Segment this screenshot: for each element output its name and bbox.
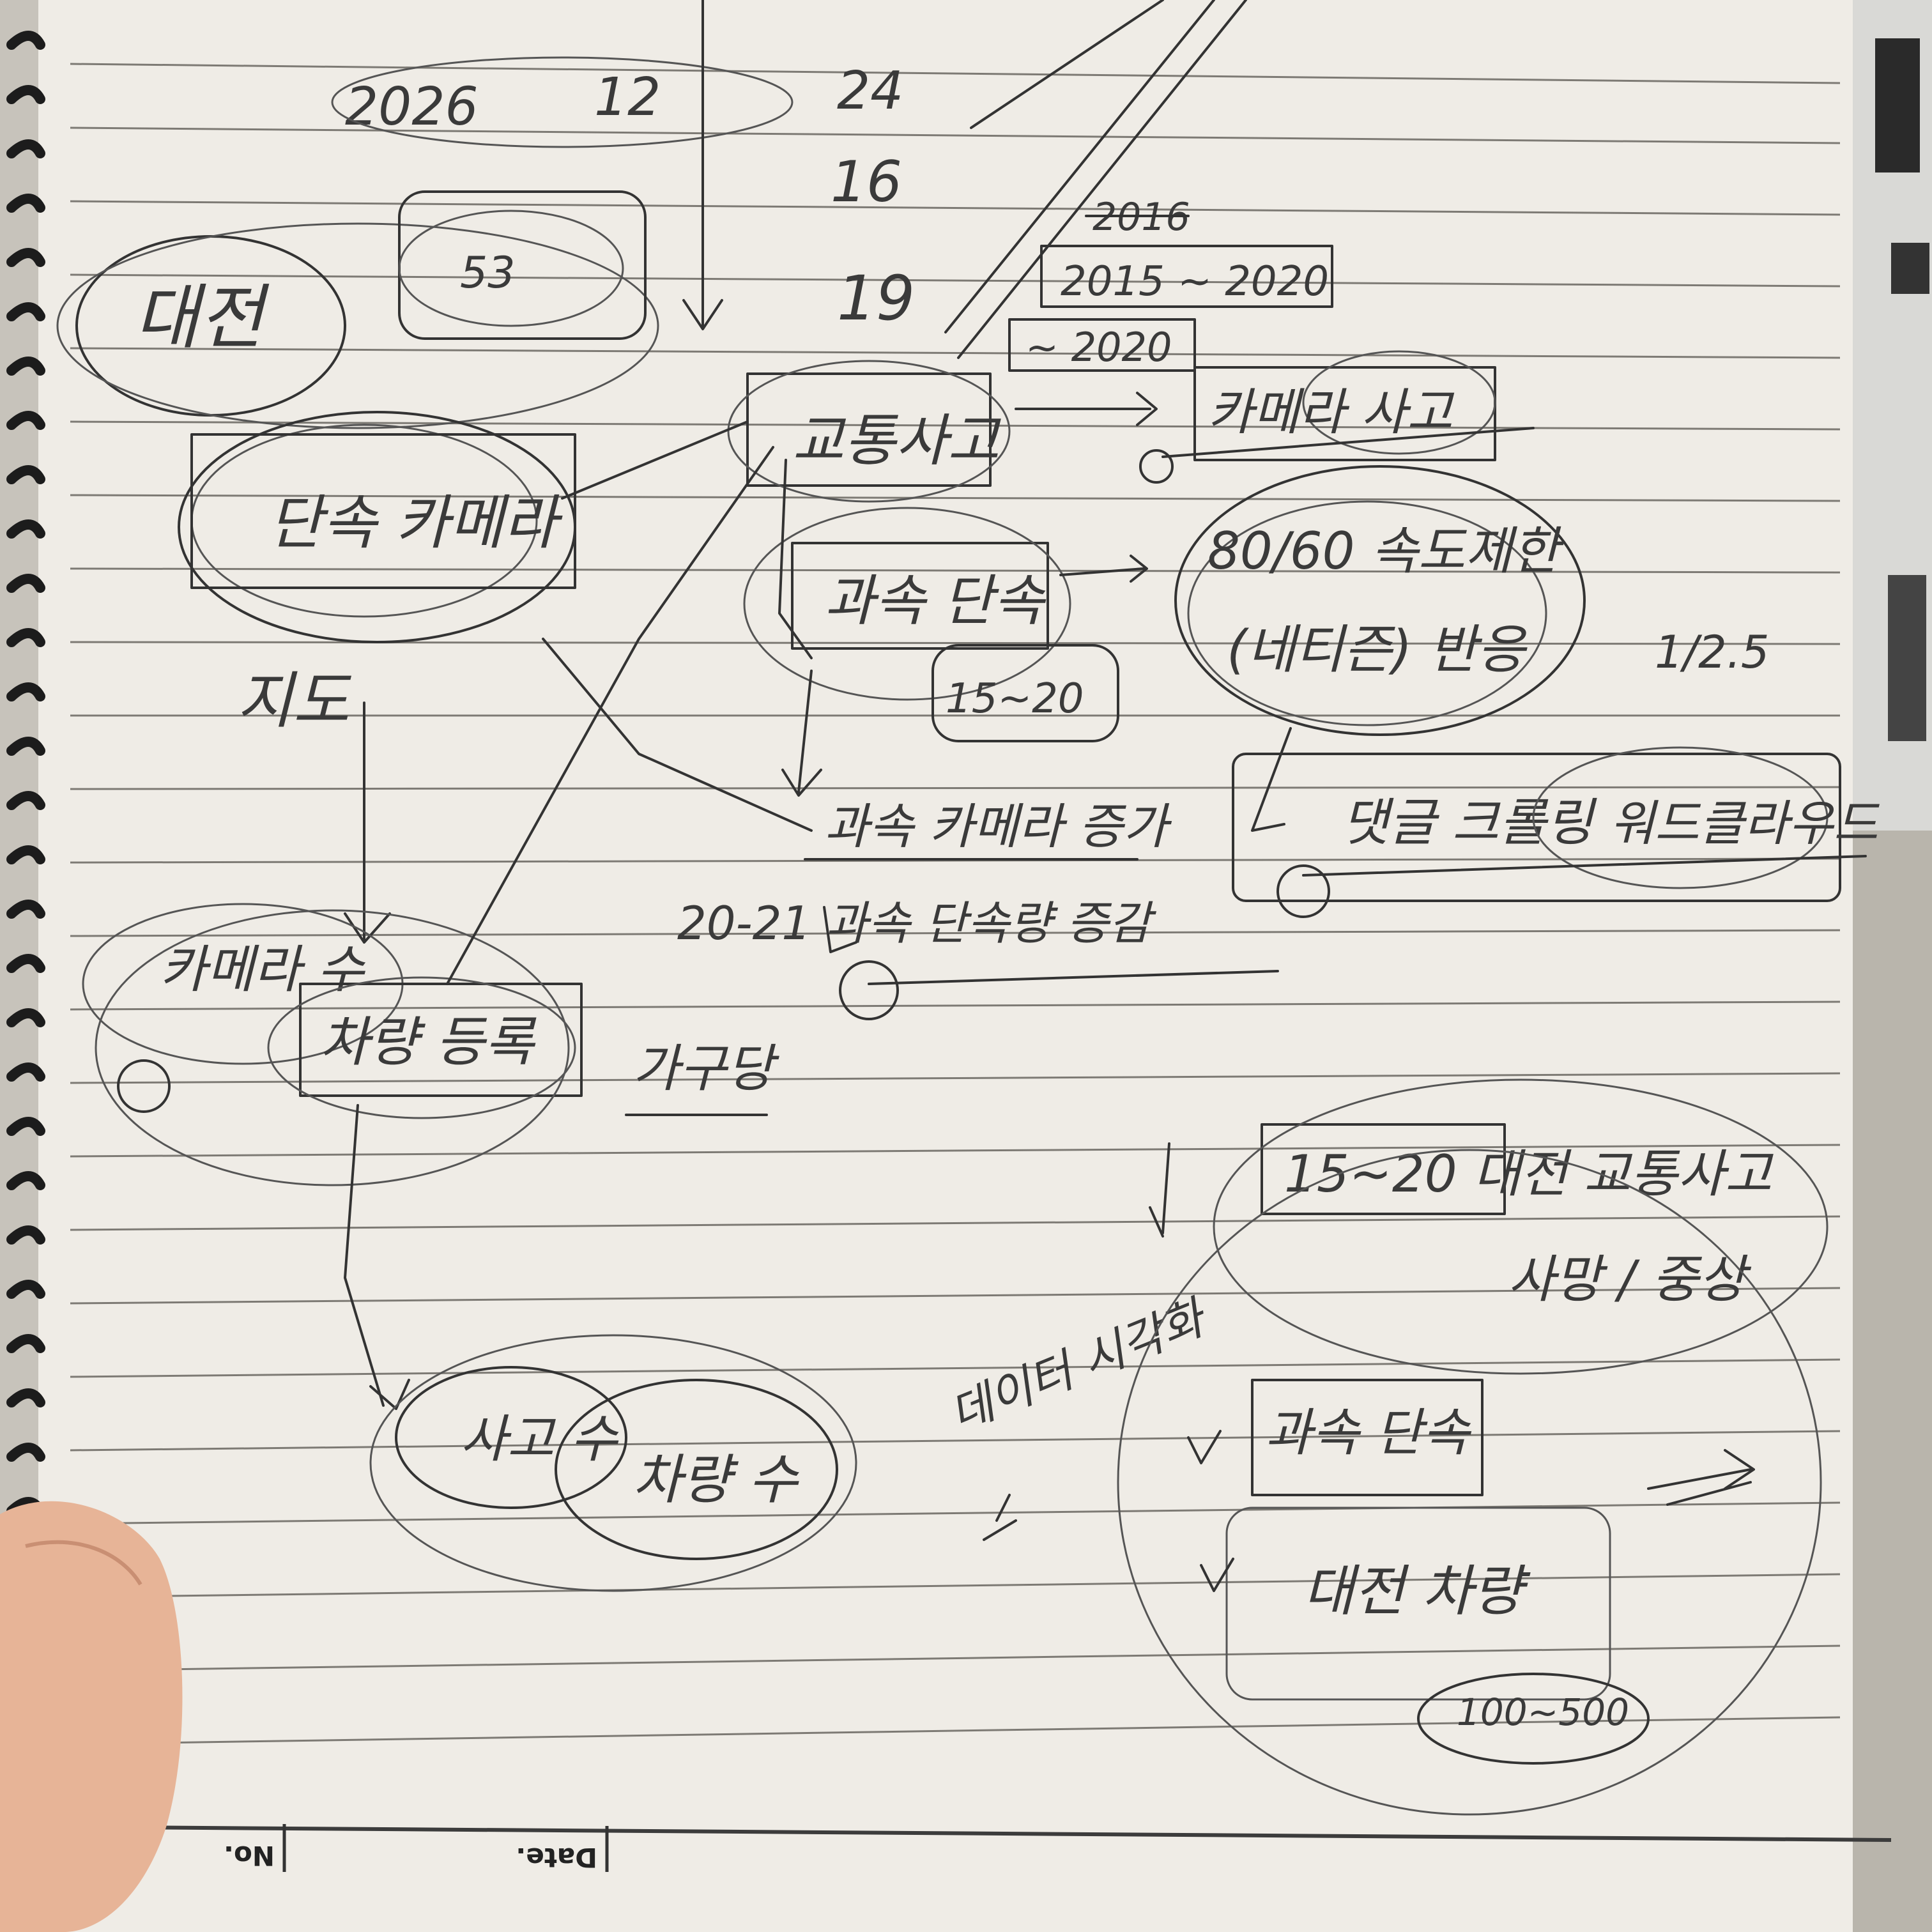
note-accident-count: 사고 수 <box>460 1409 619 1469</box>
note-row-1-a: 2026 <box>345 77 479 137</box>
note-netizen-reaction: (네티즌) 반응 <box>1227 620 1528 680</box>
note-enforcement-change: 20-21 과속 단속량 증감 <box>677 896 1156 950</box>
note-accidents: 교통사고 <box>792 408 1001 473</box>
note-daejeon-count: 53 <box>460 248 516 298</box>
adjacent-printed-page <box>1840 0 1932 831</box>
thumb <box>0 1501 183 1932</box>
page-header: No. Date. <box>224 1824 609 1873</box>
note-limit-note: 1/2.5 <box>1655 626 1769 678</box>
note-registered-vehicles: 차량 등록 <box>319 1011 537 1073</box>
note-range-100-500: 100~500 <box>1457 1690 1629 1734</box>
note-speed-camera: 단속 카메라 <box>268 489 563 557</box>
note-camera-increase: 과속 카메라 증가 <box>824 798 1172 855</box>
note-comment-crawling: 댓글 크롤링 <box>1342 793 1597 852</box>
until-2020: ~ 2020 <box>1025 324 1172 371</box>
note-word-cloud: 워드클라우드 <box>1610 795 1880 852</box>
years-range: 2015 ~ 2020 <box>1061 258 1329 305</box>
note-map: 지도 <box>236 665 351 737</box>
note-row-1-c: 24 <box>837 61 903 121</box>
note-speeding-enforcement-2: 과속 단속 <box>1265 1403 1471 1462</box>
note-row-2: 16 <box>831 149 902 215</box>
note-camera-count: 카메라 수 <box>160 940 365 999</box>
note-speeding-enforcement: 과속 단속 <box>824 569 1046 633</box>
note-vehicle-count: 차량 수 <box>632 1448 799 1511</box>
note-row-1-b: 12 <box>594 67 661 128</box>
note-daejeon-accidents: 15~20 대전 교통사고 <box>1284 1144 1774 1204</box>
no-label: No. <box>224 1840 275 1871</box>
ruled-lines <box>70 63 1892 1842</box>
note-camera-accident: 카메라 사고 <box>1208 384 1455 441</box>
note-range-15-20: 15~20 <box>946 675 1084 723</box>
date-label: Date. <box>516 1842 597 1873</box>
note-per-household: 가구당 <box>632 1039 779 1098</box>
note-daejeon: 대전 <box>134 277 270 358</box>
note-speed-limit: 80/60 속도제한 <box>1208 521 1565 581</box>
notebook-paper <box>26 0 1853 1932</box>
note-daejeon-vehicles: 대전 차량 <box>1303 1560 1531 1623</box>
note-death-injury: 사망 / 중상 <box>1508 1250 1752 1309</box>
note-row-3: 19 <box>837 263 915 334</box>
